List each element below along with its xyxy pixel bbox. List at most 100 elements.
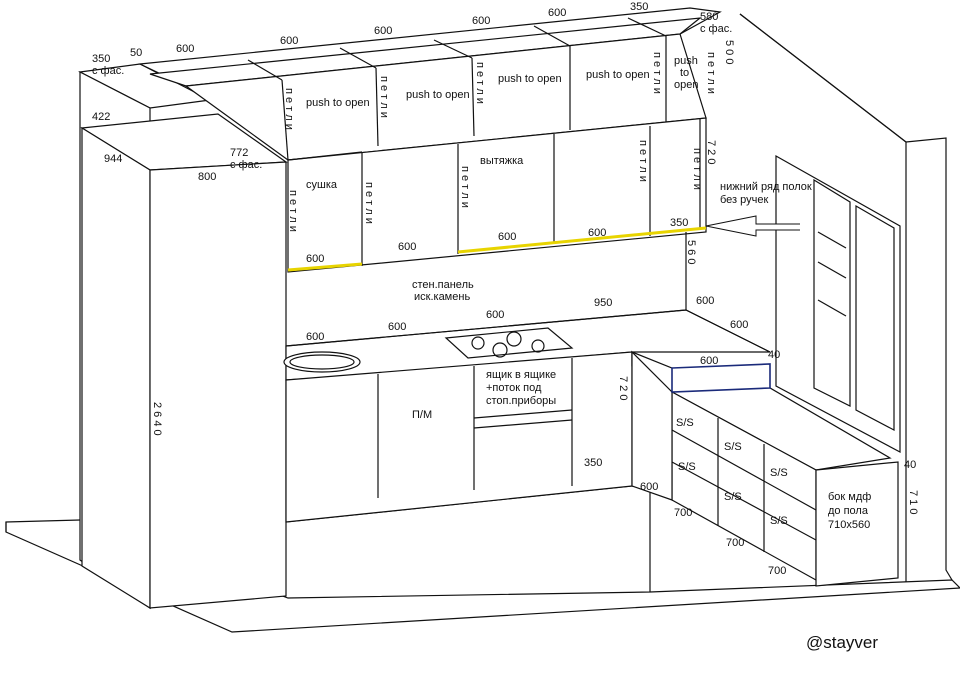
upper-front-labels: push to open push to open push to open p…: [306, 55, 698, 109]
dim-600-m1: 600: [306, 253, 324, 265]
dim-50: 50: [130, 47, 142, 59]
label-mdf-1: бок мдф: [828, 491, 871, 503]
label-petli-8: п е т л и: [459, 166, 471, 208]
bottom-dimensions: 700 700 700: [674, 507, 786, 577]
label-drawer-2: +поток под: [486, 382, 542, 394]
mdf-side-panel: [815, 461, 899, 587]
dim-600-r3: 600: [700, 355, 718, 367]
label-ss-3: S/S: [724, 441, 742, 453]
top-dimensions: 350 с фас. 50 600 600 600 600 600 350 58…: [92, 1, 732, 77]
dim-580: 580: [700, 11, 718, 23]
label-petli-10: п е т л и: [691, 148, 703, 190]
base-cabinets: [283, 232, 771, 523]
dim-s-fas-772: с фас.: [230, 159, 262, 171]
dim-600-low: 600: [640, 481, 658, 493]
dim-600-m2: 600: [398, 241, 416, 253]
dim-700-c: 700: [768, 565, 786, 577]
note-shelf-1: нижний ряд полок: [720, 181, 812, 193]
dim-2640: 2 6 4 0: [151, 402, 163, 436]
dim-s-fas-right: с фас.: [700, 23, 732, 35]
highlight-strips: [287, 226, 707, 272]
dim-s-fas-left: с фас.: [92, 65, 124, 77]
side-panel-labels: бок мдф до пола 710х560 40: [828, 459, 916, 531]
drawer-side: [631, 350, 673, 501]
label-petli-4: п е т л и: [651, 52, 663, 94]
dim-720: 7 2 0: [705, 140, 717, 164]
dim-700-a: 700: [674, 507, 692, 519]
tall-cabinet: [78, 63, 288, 610]
label-ss-2: S/S: [678, 461, 696, 473]
counter-dimensions: 600 600 600 950 600 600 600 40: [306, 295, 780, 367]
shelf-note-arrow: [705, 215, 800, 237]
dim-600-m4: 600: [588, 227, 606, 239]
dim-500: 5 0 0: [723, 40, 735, 64]
dim-710: 7 1 0: [907, 490, 919, 514]
dim-772: 772: [230, 147, 248, 159]
upper-cabinets: [137, 7, 722, 273]
label-push-4: push to open: [586, 69, 650, 81]
drawer-block: [631, 350, 899, 587]
label-petli-2: п е т л и: [378, 76, 390, 118]
base-front-row: [285, 351, 633, 523]
dim-350-left: 350: [92, 53, 110, 65]
label-pm: П/М: [412, 409, 432, 421]
label-mdf-3: 710х560: [828, 519, 870, 531]
lower-front-labels: П/М ящик в ящике +поток под стоп.приборы…: [412, 369, 788, 527]
hinge-labels: п е т л и п е т л и п е т л и п е т л и …: [151, 40, 919, 514]
dim-600-r1: 600: [696, 295, 714, 307]
dim-600-r2: 600: [730, 319, 748, 331]
label-petli-7: п е т л и: [363, 182, 375, 224]
dim-350-top: 350: [630, 1, 648, 13]
label-petli-6: п е т л и: [287, 190, 299, 232]
note-panel-1: стен.панель: [412, 279, 474, 291]
dim-600-2: 600: [280, 35, 298, 47]
watermark: @stayver: [806, 633, 878, 652]
label-vytyazhka: вытяжка: [480, 155, 524, 167]
dim-40-a: 40: [768, 349, 780, 361]
dim-600-c2: 600: [388, 321, 406, 333]
dim-950: 950: [594, 297, 612, 309]
label-ss-1: S/S: [676, 417, 694, 429]
dim-720-low: 7 2 0: [617, 376, 629, 400]
dim-350-low: 350: [584, 457, 602, 469]
dim-422: 422: [92, 111, 110, 123]
dim-350-mid: 350: [670, 217, 688, 229]
tall-cabinet-front-side: [81, 126, 151, 610]
label-ss-5: S/S: [770, 467, 788, 479]
label-push-5c: open: [674, 79, 698, 91]
label-petli-1: п е т л и: [283, 88, 295, 130]
dim-40-b: 40: [904, 459, 916, 471]
dim-600-c3: 600: [486, 309, 504, 321]
label-ss-6: S/S: [770, 515, 788, 527]
window: [775, 154, 901, 453]
dim-600-4: 600: [472, 15, 490, 27]
label-push-2: push to open: [406, 89, 470, 101]
label-petli-3: п е т л и: [474, 62, 486, 104]
left-dimensions: 422 944 772 с фас. 800: [92, 111, 262, 183]
dim-600-c1: 600: [306, 331, 324, 343]
label-mdf-2: до пола: [828, 505, 869, 517]
label-drawer-1: ящик в ящике: [486, 369, 556, 381]
label-drawer-3: стоп.приборы: [486, 395, 556, 407]
dim-600-5: 600: [548, 7, 566, 19]
tall-cabinet-front: [149, 161, 287, 609]
dim-944: 944: [104, 153, 122, 165]
note-panel-2: иск.камень: [414, 291, 470, 303]
label-push-3: push to open: [498, 73, 562, 85]
dim-800: 800: [198, 171, 216, 183]
dim-560: 5 6 0: [685, 240, 697, 264]
dim-700-b: 700: [726, 537, 744, 549]
label-sushka: сушка: [306, 179, 338, 191]
middle-front-labels: сушка вытяжка 600 600 600 600 350: [306, 155, 688, 265]
label-petli-9: п е т л и: [637, 140, 649, 182]
label-petli-5: п е т л и: [705, 52, 717, 94]
dim-600-3: 600: [374, 25, 392, 37]
label-push-1: push to open: [306, 97, 370, 109]
dim-600-m3: 600: [498, 231, 516, 243]
label-push-5a: push: [674, 55, 698, 67]
label-ss-4: S/S: [724, 491, 742, 503]
label-push-5b: to: [680, 67, 689, 79]
notes: нижний ряд полок без ручек стен.панель и…: [412, 181, 812, 303]
dim-600-1: 600: [176, 43, 194, 55]
